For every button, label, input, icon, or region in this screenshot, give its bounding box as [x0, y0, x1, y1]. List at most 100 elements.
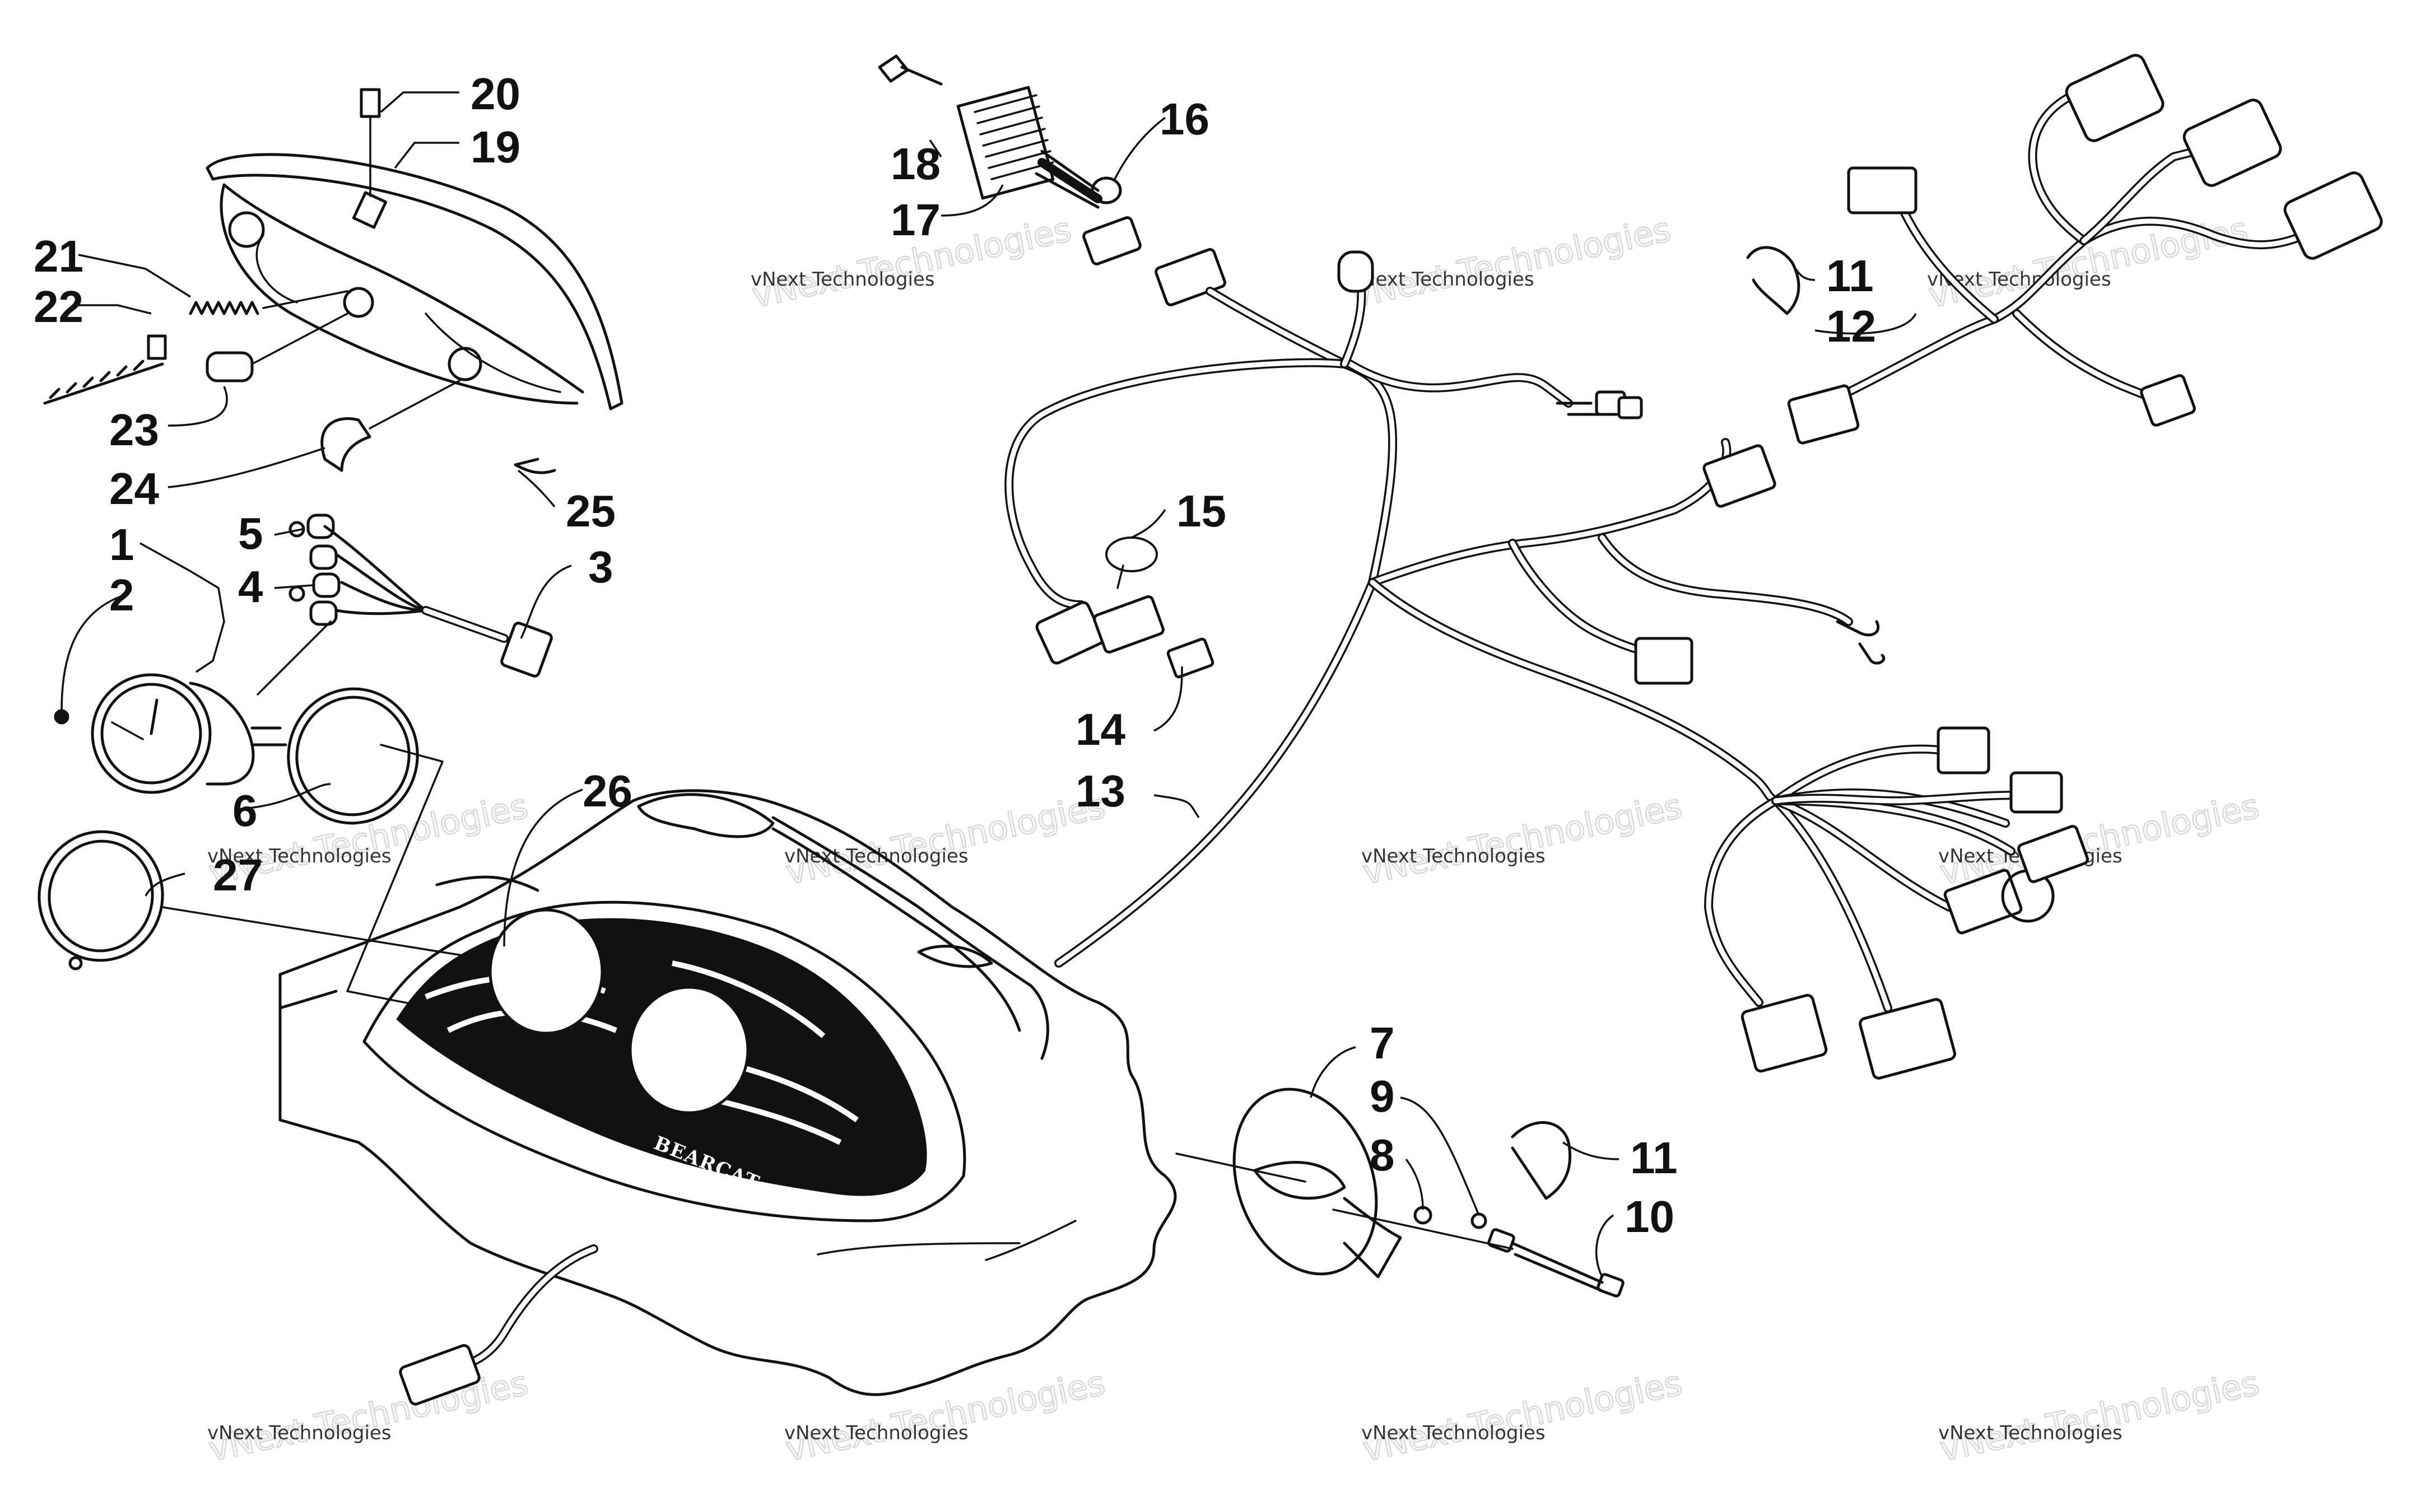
nut	[1470, 1212, 1487, 1229]
headlight-assembly	[43, 88, 623, 474]
callout-3: 3	[588, 542, 613, 592]
console-gauge-opening-left	[488, 908, 604, 1035]
watermark-outline: vNext Technologies	[783, 787, 1109, 893]
watermark-text: vNext Technologies	[1350, 268, 1534, 291]
cable-tie	[1746, 246, 1800, 315]
callout-10: 10	[1625, 1192, 1674, 1242]
adjuster-screw	[43, 334, 167, 405]
clip-part-20	[360, 88, 381, 197]
watermark-text: vNext Technologies	[207, 845, 392, 867]
watermark-outline: vNext Technologies	[1360, 787, 1686, 893]
callout-2: 2	[109, 570, 134, 620]
connector	[1943, 869, 2023, 935]
watermark-outline: vNext Technologies	[206, 1364, 532, 1469]
connector-sealed	[2182, 99, 2282, 187]
connector	[1093, 595, 1165, 654]
connector-sealed	[2065, 54, 2165, 142]
watermark-text: vNext Technologies	[1361, 845, 1546, 867]
callout-20: 20	[471, 69, 520, 119]
callout-16: 16	[1160, 94, 1209, 144]
callout-12: 12	[1826, 301, 1876, 351]
main-wire-harness	[1004, 250, 2089, 1080]
regulator-bolt	[878, 54, 943, 86]
watermark: vNext Technologies vNext Technologies	[1348, 209, 1675, 317]
watermark-text: vNext Technologies	[751, 268, 935, 291]
watermark-text: vNext Technologies	[1361, 1422, 1546, 1444]
cap	[1105, 536, 1158, 572]
callout-6: 6	[232, 786, 258, 836]
cable-tie	[1511, 1121, 1572, 1200]
leader-lines	[61, 91, 1917, 1277]
connector	[2009, 771, 2063, 814]
callout-22: 22	[34, 282, 83, 332]
cotter-pin	[514, 458, 556, 474]
callout-18: 18	[891, 139, 941, 189]
connector	[1740, 993, 1828, 1073]
callout-15: 15	[1176, 486, 1226, 536]
callout-13: 13	[1076, 766, 1125, 816]
callout-26: 26	[583, 766, 632, 816]
bulb-socket-upper	[228, 211, 265, 248]
watermark-outline: vNext Technologies	[1937, 1364, 2263, 1469]
instrument-console: BEARCAT	[278, 789, 1177, 1406]
callout-4: 4	[238, 562, 263, 612]
gauge-wire-harness	[257, 514, 553, 696]
connector	[1035, 601, 1105, 665]
callout-27: 27	[213, 850, 263, 900]
speedometer-gauge	[54, 673, 287, 794]
connector	[2017, 825, 2089, 883]
connector	[1634, 637, 1693, 685]
gauge-lens	[38, 830, 164, 970]
gauge-bezel-ring	[287, 687, 419, 825]
callouts: 1 2 3 4 5 6 7 8 9 10 11 11 12 13 14 15 1…	[34, 69, 1876, 1242]
watermark-text: vNext Technologies	[784, 845, 969, 867]
callout-11-lower: 11	[1630, 1133, 1678, 1183]
callout-7: 7	[1370, 1018, 1395, 1068]
ring-terminals	[1836, 620, 1885, 665]
grommet	[1091, 176, 1122, 204]
connector	[399, 1344, 481, 1406]
watermark: vNext Technologies vNext Technologies	[205, 1363, 532, 1471]
watermark: vNext Technologies vNext Technologies	[1359, 1363, 1686, 1471]
watermark: vNext Technologies vNext Technologies	[1359, 786, 1686, 894]
watermark: vNext Technologies vNext Technologies	[782, 786, 1109, 894]
watermark-text: vNext Technologies	[207, 1422, 392, 1444]
adjuster-spring	[189, 290, 348, 315]
callout-11-upper: 11	[1826, 251, 1874, 301]
console-gauge-opening-right	[629, 986, 750, 1114]
callout-23: 23	[109, 405, 159, 455]
watermark-outline: vNext Technologies	[1348, 210, 1674, 316]
auxiliary-harness	[1787, 54, 2383, 445]
callout-14: 14	[1076, 704, 1125, 754]
connector	[1082, 216, 1142, 265]
connector	[1847, 166, 1918, 214]
callout-17: 17	[891, 195, 941, 245]
fuse	[1166, 637, 1214, 679]
headlight-bulb	[206, 312, 348, 382]
callout-19: 19	[471, 122, 520, 172]
watermark-outline: vNext Technologies	[1360, 1364, 1686, 1469]
watermark-text: vNext Technologies	[784, 1422, 969, 1444]
callout-25: 25	[566, 486, 616, 536]
callout-24: 24	[109, 464, 159, 514]
watermark: vNext Technologies vNext Technologies	[1936, 1363, 2263, 1471]
watermark-text: vNext Technologies	[1938, 1422, 2123, 1444]
connector	[2140, 374, 2196, 427]
connector	[1702, 444, 1776, 508]
callout-21: 21	[34, 231, 83, 281]
connector	[1787, 384, 1860, 445]
callout-1: 1	[109, 520, 134, 570]
callout-5: 5	[238, 508, 263, 558]
speedometer-cable	[1487, 1228, 1625, 1298]
washer	[1413, 1206, 1432, 1225]
connector	[1859, 998, 1956, 1080]
fuse-holder	[1337, 250, 1374, 293]
connector-sealed	[2283, 171, 2383, 260]
callout-8: 8	[1370, 1130, 1395, 1180]
speedometer-housing	[1175, 1088, 1514, 1278]
watermarks: vNext Technologies vNext Technologies vN…	[205, 209, 2263, 1471]
bulb-boot	[320, 380, 460, 472]
callout-9: 9	[1370, 1071, 1395, 1121]
connector	[1937, 726, 1990, 774]
